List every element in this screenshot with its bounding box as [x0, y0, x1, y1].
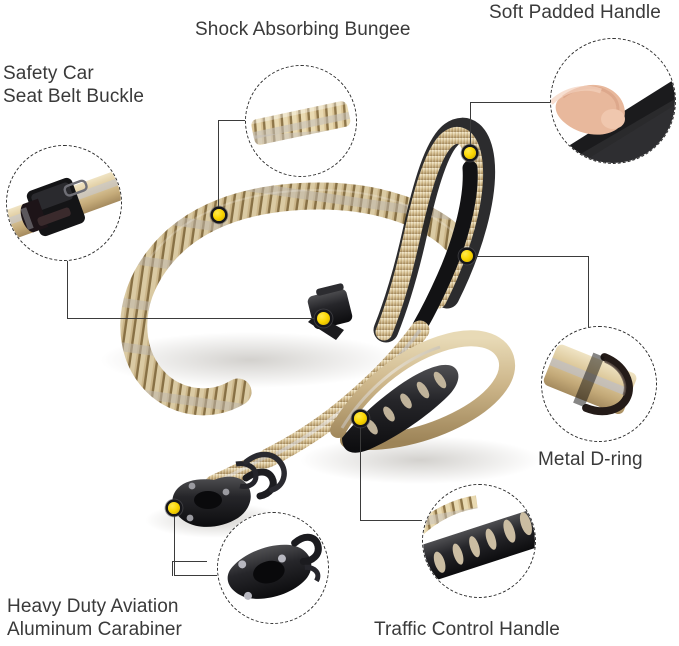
aluminum-carabiner-photo — [218, 513, 328, 623]
center-buckle-shape — [307, 283, 353, 340]
leader-line-buckle-horizontal — [67, 318, 325, 319]
callout-safety-buckle — [6, 145, 122, 261]
metal-d-ring-photo — [542, 327, 656, 441]
traffic-grip-shape — [342, 364, 459, 453]
leader-line-bungee-vertical — [218, 120, 219, 214]
leader-line-handle-vertical — [470, 102, 471, 153]
seat-belt-buckle-photo — [7, 146, 121, 260]
leader-line-dring-horizontal — [467, 256, 588, 257]
carabiner-shape — [172, 461, 277, 527]
d-ring-accent-dot — [461, 250, 473, 262]
callout-traffic-handle — [422, 484, 536, 598]
callout-padded-handle — [550, 38, 676, 164]
coiled-bungee-photo — [246, 66, 356, 176]
carabiner-accent-dot — [168, 502, 180, 514]
center-buckle-accent-dot — [317, 312, 330, 325]
handle-accent-dot — [464, 147, 476, 159]
label-padded-handle: Soft Padded Handle — [489, 2, 661, 23]
leader-line-dring-vertical — [588, 256, 589, 327]
traffic-handle-photo — [423, 485, 535, 597]
label-carabiner: Heavy Duty Aviation Aluminum Carabiner — [7, 596, 182, 640]
callout-carabiner — [217, 512, 329, 624]
leader-line-carabiner-horizontal — [174, 575, 217, 576]
leader-line-carabiner-bracket-left — [172, 561, 173, 576]
callout-bungee — [245, 65, 357, 177]
leader-line-buckle-vertical — [67, 259, 68, 319]
label-traffic-handle: Traffic Control Handle — [374, 619, 560, 640]
thumb-on-padding-photo — [551, 39, 675, 163]
leader-line-handle-horizontal — [470, 102, 554, 103]
leader-line-carabiner-bracket-top — [172, 561, 207, 562]
leader-line-bungee-horizontal — [218, 120, 248, 121]
leader-line-traffic-horizontal — [360, 520, 422, 521]
label-d-ring: Metal D-ring — [538, 449, 643, 470]
traffic-handle-accent-dot — [354, 412, 367, 425]
leader-line-carabiner-vertical — [174, 508, 175, 575]
label-safety-buckle: Safety Car Seat Belt Buckle — [3, 63, 145, 107]
bungee-accent-dot — [213, 209, 225, 221]
callout-d-ring — [541, 326, 657, 442]
leader-line-traffic-vertical — [360, 420, 361, 520]
label-bungee: Shock Absorbing Bungee — [195, 19, 411, 40]
